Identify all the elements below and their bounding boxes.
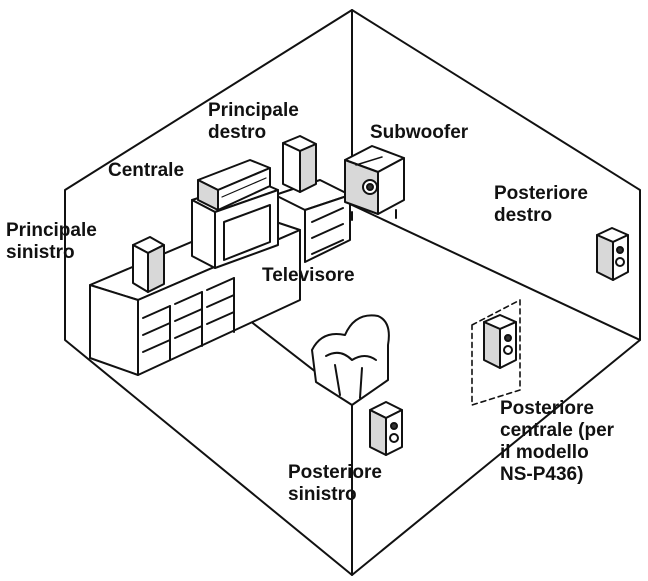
center-speaker [197, 159, 271, 211]
main-left-speaker [132, 236, 165, 293]
label-line: Subwoofer [370, 122, 469, 143]
rear-right-speaker [596, 227, 629, 281]
label-line: Posteriore [494, 183, 588, 204]
rear-center-speaker [471, 299, 521, 406]
label-rear-center: Posteriore centrale (per il modello NS-P… [500, 398, 614, 486]
rear-left-speaker [369, 401, 403, 456]
label-main-right: Principale destro [208, 100, 299, 144]
floor-edge-right [351, 204, 641, 341]
room-outline [64, 9, 641, 576]
label-line: Principale [208, 100, 299, 121]
label-subwoofer: Subwoofer [370, 122, 468, 144]
label-tv: Televisore [262, 265, 355, 287]
label-main-left: Principale sinistro [6, 220, 97, 264]
label-line: sinistro [288, 484, 357, 505]
label-line: Televisore [262, 265, 355, 286]
label-line: sinistro [6, 242, 75, 263]
subwoofer-unit [344, 145, 405, 221]
main-right-speaker [282, 135, 317, 193]
label-center: Centrale [108, 160, 184, 182]
label-rear-right: Posteriore destro [494, 183, 588, 227]
label-line: centrale (per [500, 420, 615, 441]
label-line: destro [494, 205, 553, 226]
label-line: il modello [500, 442, 589, 463]
label-line: Principale [6, 220, 97, 241]
label-line: destro [208, 122, 267, 143]
label-rear-left: Posteriore sinistro [288, 462, 382, 506]
label-line: Centrale [108, 160, 185, 181]
label-line: Posteriore [500, 398, 594, 419]
label-line: Posteriore [288, 462, 382, 483]
label-line: NS-P436) [500, 464, 584, 485]
right-cabinet [274, 179, 351, 263]
armchair [311, 314, 390, 406]
